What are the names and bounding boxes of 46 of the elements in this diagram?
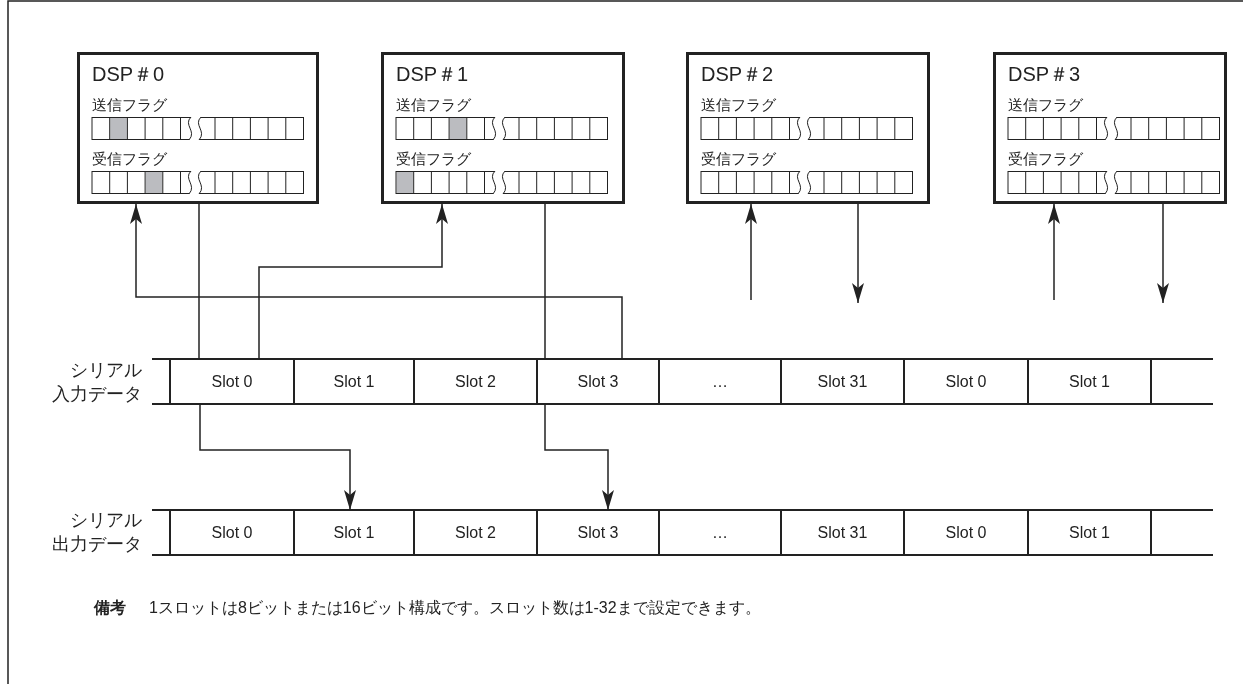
arrow bbox=[1157, 203, 1169, 304]
row-label: シリアル入力データ bbox=[51, 359, 142, 406]
arrow bbox=[852, 203, 864, 304]
slot-cell: … bbox=[658, 510, 782, 555]
slot-cell: Slot 1 bbox=[293, 510, 415, 555]
box-title: DSP＃3 bbox=[1008, 62, 1081, 86]
slot-cell: Slot 31 bbox=[780, 359, 905, 404]
arrow bbox=[1048, 203, 1060, 301]
flag-label: 送信フラグ bbox=[1008, 96, 1083, 114]
slot-cell: Slot 31 bbox=[780, 510, 905, 555]
flag-label: 送信フラグ bbox=[701, 96, 776, 114]
slot-cell: Slot 3 bbox=[536, 359, 660, 404]
slot-cell: Slot 1 bbox=[293, 359, 415, 404]
dsp-box bbox=[381, 52, 625, 204]
slot-cell: Slot 3 bbox=[536, 510, 660, 555]
dsp-box bbox=[993, 52, 1227, 204]
note-label: 備考 bbox=[94, 598, 126, 618]
slot-cell: Slot 1 bbox=[1027, 359, 1152, 404]
arrow bbox=[544, 403, 614, 511]
arrow bbox=[199, 403, 356, 511]
flag-label: 送信フラグ bbox=[92, 96, 167, 114]
box-title: DSP＃2 bbox=[701, 62, 774, 86]
connector-line bbox=[544, 203, 546, 360]
slot-cell: Slot 0 bbox=[903, 510, 1029, 555]
arrow bbox=[745, 203, 757, 301]
slot-cell: Slot 2 bbox=[413, 359, 538, 404]
dsp-box bbox=[686, 52, 930, 204]
row-label: シリアル出力データ bbox=[51, 509, 142, 556]
slot-cell: Slot 0 bbox=[169, 359, 295, 404]
connector-line bbox=[198, 203, 200, 360]
slot-cell: Slot 0 bbox=[169, 510, 295, 555]
note-text: 1スロットは8ビットまたは16ビット構成です。スロット数は1-32まで設定できます。 bbox=[149, 598, 761, 618]
slot-cell: Slot 2 bbox=[413, 510, 538, 555]
flag-label: 送信フラグ bbox=[396, 96, 471, 114]
slot-cell: Slot 1 bbox=[1027, 510, 1152, 555]
arrow bbox=[130, 203, 623, 360]
flag-label: 受信フラグ bbox=[701, 150, 776, 168]
slot-cell: … bbox=[658, 359, 782, 404]
flag-label: 受信フラグ bbox=[1008, 150, 1083, 168]
arrow bbox=[258, 203, 448, 360]
slot-cell: Slot 0 bbox=[903, 359, 1029, 404]
box-title: DSP＃0 bbox=[92, 62, 165, 86]
flag-label: 受信フラグ bbox=[92, 150, 167, 168]
box-title: DSP＃1 bbox=[396, 62, 469, 86]
dsp-box bbox=[77, 52, 319, 204]
flag-label: 受信フラグ bbox=[396, 150, 471, 168]
